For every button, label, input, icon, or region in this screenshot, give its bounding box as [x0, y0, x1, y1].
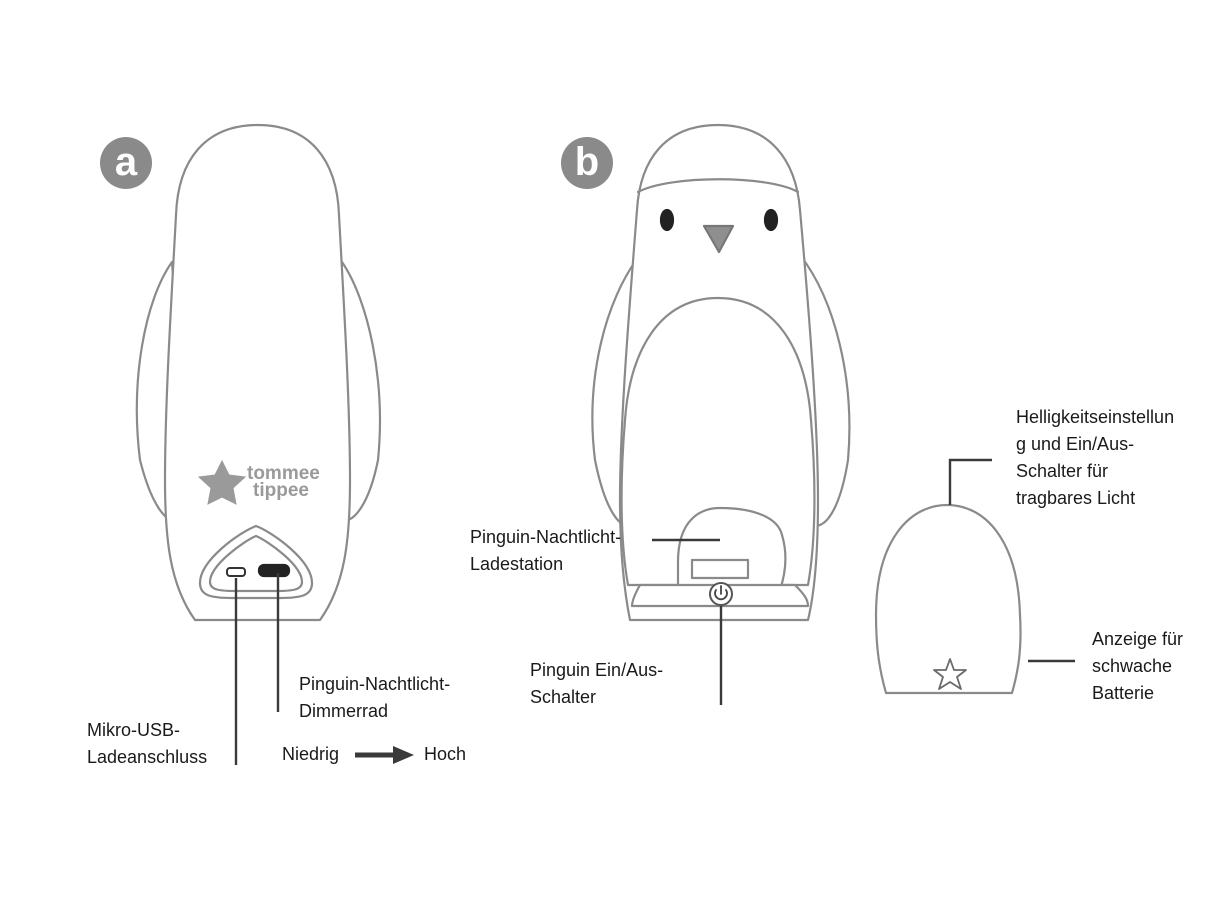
logo-line-1: tommee: [247, 463, 320, 484]
label-power-switch-line-1: Pinguin Ein/Aus-: [530, 660, 664, 680]
label-scale-low: Niedrig: [282, 744, 340, 764]
penguin-head-line: [636, 178, 800, 194]
label-usb-port: Mikro-USB- Ladeanschluss: [87, 717, 207, 771]
penguin-front-view: [591, 123, 851, 622]
label-dimmer: Pinguin-Nachtlicht- Dimmerrad: [299, 671, 450, 725]
label-low-battery-line-1: Anzeige für: [1092, 629, 1184, 649]
penguin-back-view: [135, 123, 381, 622]
low-battery-star-icon: [933, 658, 967, 690]
label-charging-station-line-2: Ladestation: [470, 554, 564, 574]
label-portable-light-line-1: Helligkeitseinstellun: [1016, 407, 1175, 427]
star-logo-icon: [197, 459, 247, 505]
power-symbol-icon: [714, 585, 728, 601]
label-charging-station: Pinguin-Nachtlicht- Ladestation: [470, 524, 621, 578]
scale-arrow-head-icon: [393, 746, 414, 764]
dimmer-wheel-icon: [257, 563, 291, 578]
label-low-battery: Anzeige für schwache Batterie: [1092, 626, 1183, 707]
logo-line-2: tippee: [253, 480, 309, 501]
label-dimmer-line-1: Pinguin-Nachtlicht-: [299, 674, 451, 694]
portable-light-body: [874, 503, 1022, 695]
label-dimmer-line-2: Dimmerrad: [299, 701, 389, 721]
portable-light-leader-line: [948, 458, 992, 505]
label-power-switch-line-2: Schalter: [530, 687, 597, 707]
dock-slot: [690, 558, 750, 580]
label-usb-port-line-2: Ladeanschluss: [87, 747, 208, 767]
label-portable-light-line-3: Schalter für: [1016, 461, 1109, 481]
label-low-battery-line-3: Batterie: [1092, 683, 1155, 703]
brand-logo: tommee tippee: [247, 463, 320, 501]
label-portable-light: Helligkeitseinstellun g und Ein/Aus- Sch…: [1016, 404, 1174, 512]
badge-b: b: [561, 137, 613, 189]
label-low-battery-line-2: schwache: [1092, 656, 1173, 676]
penguin-right-eye-icon: [763, 208, 779, 232]
penguin-beak-icon: [702, 224, 735, 254]
label-portable-light-line-4: tragbares Licht: [1016, 488, 1136, 508]
label-scale-high: Hoch: [424, 744, 467, 764]
penguin-left-eye-icon: [659, 208, 675, 232]
label-usb-port-line-1: Mikro-USB-: [87, 720, 180, 740]
label-charging-station-line-1: Pinguin-Nachtlicht-: [470, 527, 622, 547]
leader-lines: [234, 458, 1075, 765]
label-portable-light-line-2: g und Ein/Aus-: [1016, 434, 1135, 454]
usb-port-icon: [226, 567, 246, 577]
portable-light: [874, 503, 1022, 695]
label-power-switch: Pinguin Ein/Aus- Schalter: [530, 657, 663, 711]
badge-a: a: [100, 137, 152, 189]
